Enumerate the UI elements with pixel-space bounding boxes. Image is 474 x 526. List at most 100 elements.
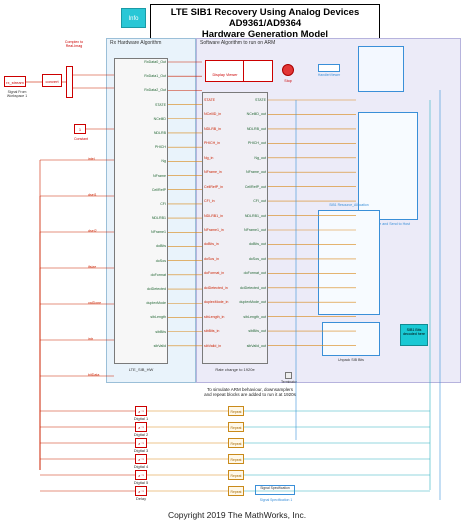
hw-output-port: sibValid	[153, 343, 166, 348]
console-label: Console and Send to Host	[368, 222, 410, 226]
unpack-sib-bits-block[interactable]	[322, 322, 380, 356]
simulation-note: To simulate ARM behaviour, downsamplers …	[204, 387, 296, 397]
delay-label: Delay	[135, 496, 147, 501]
constant-label: Constant	[73, 137, 88, 141]
signal-specification-block[interactable]: Signal Specification	[255, 485, 295, 495]
sw-input-port: doBits_in	[204, 242, 219, 247]
repeat-block[interactable]: Repeat	[228, 406, 244, 416]
complex-to-real-imag-block[interactable]	[66, 66, 73, 98]
hw-output-port: NDLRB1	[151, 216, 166, 221]
delay-block[interactable]: z⁻¹	[135, 422, 147, 432]
handler-controller-block[interactable]	[358, 46, 404, 92]
hw-output-port: duplexMode	[146, 301, 166, 306]
terminator-label: Terminator	[280, 380, 297, 384]
hw-output-port: dciDetected	[147, 287, 166, 292]
lte-sib-hw-label: LTE_SIB_HW	[128, 367, 154, 372]
left-signal-label: intr	[88, 337, 93, 341]
sw-output-port: dciDetected_out	[240, 285, 266, 290]
sw-input-port: dciDetected_in	[204, 285, 228, 290]
hw-output-port: NCellID	[153, 116, 166, 121]
delay-label: Digital 2	[133, 432, 149, 437]
sw-output-port: PHICH_out	[247, 141, 266, 146]
display-viewer-ports[interactable]	[243, 60, 273, 82]
hw-output-port: sibLength	[150, 315, 166, 320]
repeat-block[interactable]: Repeat	[228, 454, 244, 464]
sw-input-port: NFrame1_in	[204, 228, 224, 232]
sw-output-port: NFrame1_out	[244, 228, 266, 232]
sib-resource-allocation-block[interactable]	[318, 210, 380, 315]
rx-stream-source[interactable]: rx_stream	[4, 76, 26, 87]
sw-input-port: sibLength_in	[204, 314, 225, 319]
hw-output-port: sibBits	[155, 329, 166, 334]
signal-from-workspace-label: Signal From Workspace 1	[6, 90, 28, 98]
hw-output-port: CellRefP	[151, 187, 166, 192]
software-area-label: Software Algorithm to run on ARM	[200, 40, 276, 46]
terminator-block[interactable]	[285, 372, 292, 379]
sw-input-port: STATE	[204, 98, 216, 102]
sw-input-port: NDLRB_in	[204, 126, 221, 131]
sw-input-port: sibBits_in	[204, 329, 220, 334]
convert-block[interactable]: convert	[42, 74, 62, 87]
title-line-1: LTE SIB1 Recovery Using Analog Devices A…	[170, 7, 360, 29]
delay-block[interactable]: z⁻¹	[135, 454, 147, 464]
delay-block[interactable]: z⁻¹	[135, 438, 147, 448]
copyright-footer: Copyright 2019 The MathWorks, Inc.	[167, 510, 307, 520]
console-send-to-host-block[interactable]	[358, 112, 418, 220]
sw-output-port: sibBits_out	[248, 329, 266, 334]
hw-output-port: doBits	[156, 244, 166, 249]
display-viewer-block[interactable]: Display Viewer	[205, 60, 245, 82]
sw-input-port: NDLRB1_in	[204, 213, 223, 218]
left-signal-label: bitData	[88, 373, 100, 377]
hardware-area-label: Rx Hardware Algorithm	[110, 40, 162, 46]
sib1-decoded-display[interactable]: SIB1 Bits decoded here	[400, 324, 428, 346]
sib-resource-allocation-label: SIB1 Resource_Allocation	[329, 203, 369, 207]
sw-output-port: CFI_out	[253, 199, 266, 204]
delay-label: Digital 3	[133, 448, 149, 453]
info-button[interactable]: Info	[121, 8, 146, 28]
repeat-block[interactable]: Repeat	[228, 486, 244, 496]
left-signal-label: intel	[88, 157, 95, 161]
left-signal-label: ifsize	[88, 265, 97, 269]
sw-output-port: duplexMode_out	[239, 300, 266, 305]
sw-input-port: PHICH_in	[204, 141, 220, 146]
sw-output-port: NFrame_out	[246, 170, 266, 175]
constant-block[interactable]: 1	[74, 124, 86, 134]
rate-change-block[interactable]	[202, 92, 268, 364]
delay-label: Digital 5	[133, 480, 149, 485]
left-signal-label: dsel2	[88, 229, 97, 233]
unpack-sib-bits-label: Unpack SIB Bits	[338, 358, 364, 362]
sw-output-port: sibValid_out	[246, 343, 266, 348]
repeat-block[interactable]: Repeat	[228, 422, 244, 432]
sw-output-port: sibLength_out	[243, 314, 266, 319]
delay-block[interactable]: z⁻¹	[135, 406, 147, 416]
hw-output-port: STATE	[154, 102, 166, 107]
delay-label: Digital 4	[133, 464, 149, 469]
handler-viewer-label: HandlerViewer	[317, 73, 341, 77]
repeat-block[interactable]: Repeat	[228, 438, 244, 448]
handler-viewer-block[interactable]	[318, 64, 340, 72]
repeat-block[interactable]: Repeat	[228, 470, 244, 480]
sw-output-port: STATE	[254, 98, 266, 102]
sw-input-port: Ng_in	[204, 155, 214, 160]
hw-output-port: CFI	[160, 201, 166, 206]
lte-sib-hw-block[interactable]	[114, 58, 168, 364]
sw-output-port: NDLRB1_out	[244, 213, 266, 218]
stop-label: Stop	[284, 79, 292, 83]
hw-output-port: NFrame	[153, 173, 166, 178]
sw-output-port: doSos_out	[248, 256, 266, 261]
sw-input-port: CellRefP_in	[204, 184, 223, 189]
stop-block[interactable]	[282, 64, 294, 76]
sw-output-port: NCellID_out	[246, 112, 266, 117]
hw-output-port: NDLRB	[153, 130, 166, 135]
hw-output-port: RxData1_Out	[144, 74, 166, 79]
sw-input-port: CFI_in	[204, 199, 215, 204]
sw-input-port: doFormat_in	[204, 271, 225, 276]
hw-output-port: doSos	[155, 258, 166, 263]
left-signal-label: valDone	[88, 301, 102, 305]
sw-input-port: NFrame_in	[204, 170, 222, 175]
delay-block[interactable]: z⁻¹	[135, 470, 147, 480]
complex-to-real-imag-label: Complex to Real-Imag	[64, 40, 84, 48]
signal-spec-label: Signal Specification 1	[259, 498, 293, 502]
delay-block[interactable]: z⁻¹	[135, 486, 147, 496]
